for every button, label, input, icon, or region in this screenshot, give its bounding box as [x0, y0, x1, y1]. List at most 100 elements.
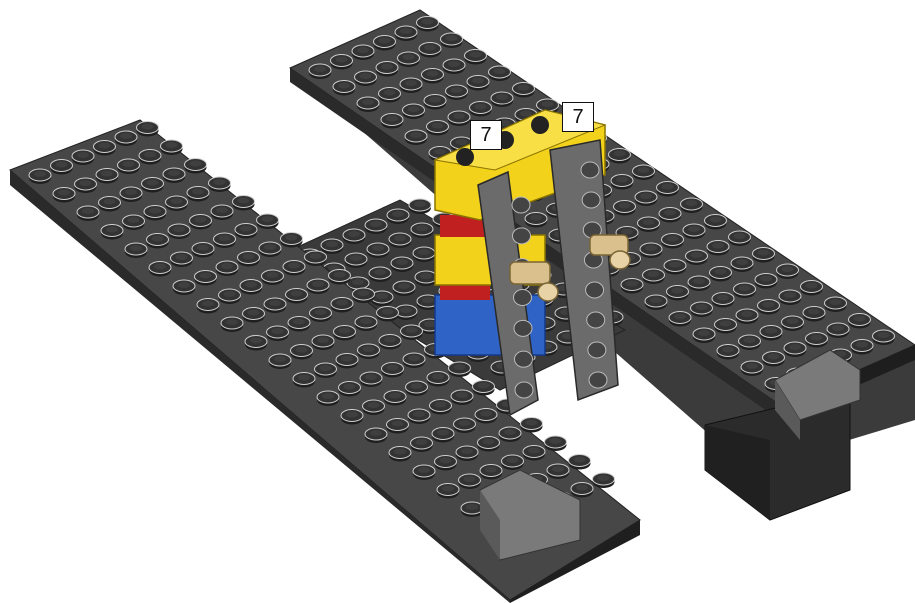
stud [569, 455, 591, 470]
stud [377, 307, 399, 322]
stud [470, 102, 492, 117]
beam-hole [513, 228, 531, 244]
stud [449, 362, 471, 377]
stud [367, 243, 389, 258]
stud [502, 455, 524, 470]
stud [827, 323, 849, 338]
stud [478, 437, 500, 452]
stud [465, 50, 487, 65]
stud [411, 437, 433, 452]
stud [355, 316, 377, 331]
stud [645, 295, 667, 310]
stud [96, 169, 118, 184]
stud [142, 178, 164, 193]
stud [571, 483, 593, 498]
stud [389, 233, 411, 248]
stud [755, 274, 777, 289]
stud [163, 168, 185, 183]
stud [491, 92, 513, 107]
stud [376, 62, 398, 77]
stud [403, 104, 425, 119]
stud [339, 382, 361, 397]
stud [317, 391, 339, 406]
stud [221, 317, 243, 332]
stud [53, 188, 75, 203]
stud [849, 314, 871, 329]
stud [729, 231, 751, 246]
stud [427, 372, 449, 387]
stud [123, 215, 145, 230]
stud [211, 205, 233, 220]
beam-hole [587, 312, 605, 328]
stud [736, 309, 758, 324]
stud [760, 326, 782, 341]
stud [293, 373, 315, 388]
stud [731, 257, 753, 272]
stud [264, 298, 286, 313]
beam-hole [588, 342, 606, 358]
stud [712, 293, 734, 308]
stud [336, 354, 358, 369]
stud [262, 270, 284, 285]
stud [413, 465, 435, 480]
stud [403, 353, 425, 368]
stud [662, 234, 684, 249]
stud [614, 201, 636, 216]
stud [139, 150, 161, 165]
stud [353, 288, 375, 303]
stud [259, 242, 281, 257]
stud [424, 95, 446, 110]
stud [758, 300, 780, 315]
stud [291, 345, 313, 360]
stud [171, 252, 193, 267]
stud [312, 335, 334, 350]
stud [395, 26, 417, 41]
stud [384, 391, 406, 406]
stud [363, 400, 385, 415]
stud [94, 141, 116, 156]
stud [734, 283, 756, 298]
stud [409, 199, 431, 214]
stud [101, 225, 123, 240]
stud [435, 456, 457, 471]
stud [451, 390, 473, 405]
stud [523, 446, 545, 461]
stud [688, 276, 710, 291]
stud [387, 419, 409, 434]
stud [147, 234, 169, 249]
stud [235, 224, 257, 239]
stud [446, 85, 468, 100]
stud [365, 219, 387, 234]
stud [288, 317, 310, 332]
stud [345, 253, 367, 268]
stud [784, 342, 806, 357]
stud [448, 111, 470, 126]
stud [638, 217, 660, 232]
stud [825, 297, 847, 312]
stud [331, 55, 353, 70]
stud [75, 178, 97, 193]
beam-hole [581, 162, 599, 178]
stud [243, 308, 265, 323]
stud [415, 271, 437, 286]
callout-step-label-right: 7 [562, 102, 594, 132]
stud [406, 381, 428, 396]
stud [72, 150, 94, 165]
stud [441, 33, 463, 48]
stud [640, 243, 662, 258]
stud [115, 131, 137, 146]
stud [51, 160, 73, 175]
stud [283, 261, 305, 276]
stud [214, 233, 236, 248]
stud [144, 206, 166, 221]
stud [611, 175, 633, 190]
stud [401, 325, 423, 340]
stud [422, 69, 444, 84]
stud [475, 409, 497, 424]
stud [173, 280, 195, 295]
beam-hole [515, 382, 533, 398]
stud [593, 473, 615, 488]
stud [379, 335, 401, 350]
stud [379, 88, 401, 103]
stud [782, 316, 804, 331]
